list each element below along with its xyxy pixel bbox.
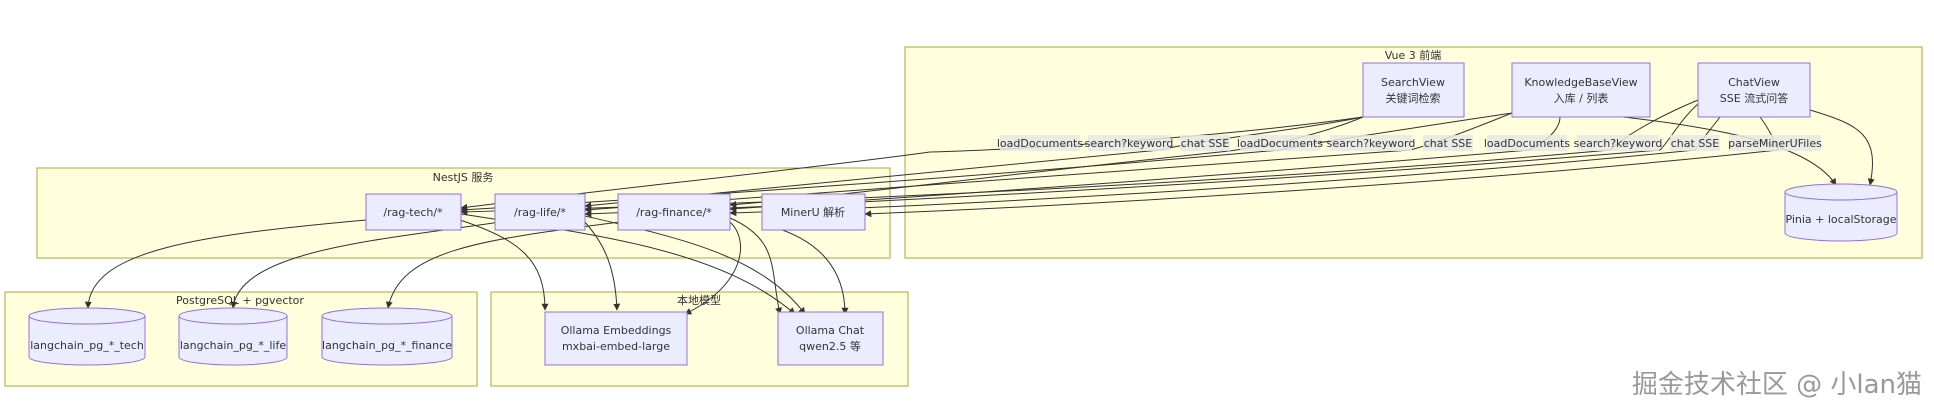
edge-label: chat SSE: [1424, 137, 1473, 150]
node-search-view: SearchView 关键词检索: [1362, 62, 1465, 118]
node-pinia-storage: Pinia + localStorage: [1784, 183, 1898, 242]
node-line: /rag-finance/*: [636, 206, 712, 219]
edge-label: chat SSE: [1181, 137, 1230, 150]
edge-label: search?keyword: [1327, 137, 1416, 150]
node-line: KnowledgeBaseView: [1524, 76, 1637, 89]
node-line: /rag-tech/*: [383, 206, 443, 219]
cluster-vue-title: Vue 3 前端: [1385, 48, 1442, 62]
edge-tech-embed: [459, 219, 549, 311]
cluster-local-title: 本地模型: [677, 293, 721, 307]
edge-mineru-chat: [769, 225, 849, 315]
edge-label: loadDocuments: [1484, 137, 1570, 150]
node-rag-tech: /rag-tech/*: [365, 193, 462, 231]
edge-life-embed: [584, 221, 621, 311]
node-line: langchain_pg_*_life: [180, 339, 286, 352]
node-knowledgebase-view: KnowledgeBaseView 入库 / 列表: [1511, 62, 1651, 118]
node-line: 入库 / 列表: [1554, 91, 1609, 105]
node-line: langchain_pg_*_tech: [30, 339, 144, 352]
edge-tech-pg: [84, 219, 367, 309]
node-ollama-embeddings: Ollama Embeddings mxbai-embed-large: [544, 311, 688, 366]
node-pg-finance: langchain_pg_*_finance: [321, 307, 453, 366]
cluster-nestjs-title: NestJS 服务: [433, 171, 494, 184]
node-line: ChatView: [1728, 76, 1780, 89]
watermark-text: 掘金技术社区 @ 小lan猫: [1632, 370, 1922, 400]
edge-label: loadDocuments: [1237, 137, 1323, 150]
node-chat-view: ChatView SSE 流式问答: [1697, 62, 1811, 118]
edge-chat-pinia: [1809, 109, 1875, 186]
node-pg-life: langchain_pg_*_life: [178, 307, 288, 366]
node-line: SSE 流式问答: [1720, 91, 1788, 105]
edge-finance-embed: [684, 221, 742, 315]
node-ollama-chat: Ollama Chat qwen2.5 等: [777, 311, 884, 366]
node-line: Ollama Embeddings: [561, 324, 672, 337]
node-pg-tech: langchain_pg_*_tech: [28, 307, 146, 366]
node-line: langchain_pg_*_finance: [322, 339, 452, 352]
cluster-nestjs: NestJS 服务: [36, 167, 891, 259]
node-rag-finance: /rag-finance/*: [617, 193, 731, 231]
node-line: /rag-life/*: [514, 206, 566, 219]
node-line: mxbai-embed-large: [562, 340, 670, 353]
edge-label: search?keyword: [1085, 137, 1174, 150]
node-line: Ollama Chat: [796, 324, 865, 337]
node-line: MinerU 解析: [781, 205, 845, 219]
node-line: qwen2.5 等: [799, 339, 861, 353]
node-line: 关键词检索: [1386, 91, 1441, 105]
edge-label: parseMinerUFiles: [1728, 137, 1822, 150]
edge-labels: loadDocuments search?keyword chat SSE lo…: [997, 135, 1822, 151]
edge-label: chat SSE: [1671, 137, 1720, 150]
cluster-postgres-title: PostgreSQL + pgvector: [176, 294, 304, 307]
node-rag-life: /rag-life/*: [494, 193, 586, 231]
node-line: Pinia + localStorage: [1785, 213, 1896, 226]
node-line: SearchView: [1381, 76, 1445, 89]
node-mineru: MinerU 解析: [761, 193, 866, 231]
edge-label: search?keyword: [1574, 137, 1663, 150]
edge-label: loadDocuments: [997, 137, 1083, 150]
edge-finance-chat: [729, 217, 783, 315]
